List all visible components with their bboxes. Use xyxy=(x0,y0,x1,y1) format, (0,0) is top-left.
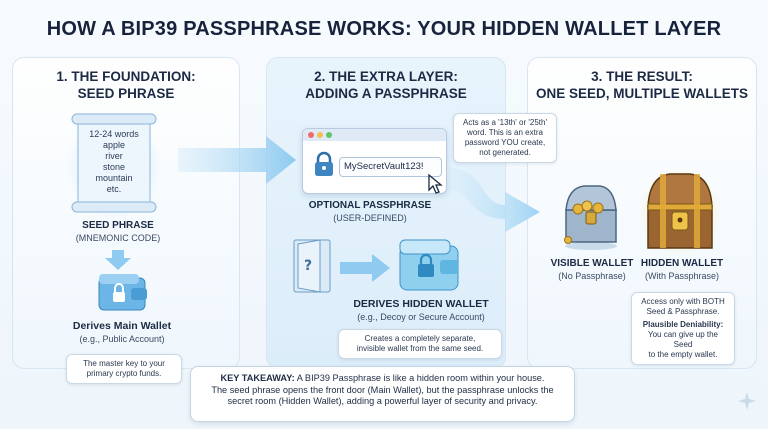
page-title: HOW A BIP39 PASSPHRASE WORKS: YOUR HIDDE… xyxy=(46,18,722,40)
arrow-door-to-wallet xyxy=(340,254,390,282)
hidden-derive-label: DERIVES HIDDEN WALLET(e.g., Decoy or Sec… xyxy=(353,298,489,322)
hidden-wallet-icon xyxy=(399,239,459,291)
hidden-wallet-label: HIDDEN WALLET(With Passphrase) xyxy=(640,258,724,281)
passphrase-window: MySecretVault123! xyxy=(302,128,447,194)
seed-phrase-label: SEED PHRASE(MNEMONIC CODE) xyxy=(75,220,161,243)
svg-text:?: ? xyxy=(304,258,312,274)
hidden-derive-note: Creates a completely separate,invisible … xyxy=(338,329,502,359)
chest-icon xyxy=(564,185,617,250)
visible-wallet-label: VISIBLE WALLET(No Passphrase) xyxy=(550,258,634,281)
scroll-icon xyxy=(66,113,162,217)
window-titlebar xyxy=(303,129,446,141)
sparkle-icon xyxy=(738,392,756,410)
door-icon: ? xyxy=(293,239,331,293)
passphrase-callout: Acts as a '13th' or '25th'word. This is … xyxy=(453,113,557,163)
lock-icon xyxy=(315,151,333,176)
passphrase-input[interactable]: MySecretVault123! xyxy=(339,157,442,177)
wallet-icon xyxy=(98,274,147,311)
panel-title: 3. THE RESULT:ONE SEED, MULTIPLE WALLETS xyxy=(535,69,748,101)
arrow-seed-to-passphrase xyxy=(178,136,296,184)
main-wallet-label: Derives Main Wallet(e.g., Public Account… xyxy=(72,320,172,344)
panel-extra-layer: 2. THE EXTRA LAYER:ADDING A PASSPHRASE xyxy=(266,57,506,369)
panel-title: 2. THE EXTRA LAYER:ADDING A PASSPHRASE xyxy=(305,69,467,101)
arrow-seed-down xyxy=(105,250,131,270)
panel-title: 1. THE FOUNDATION:SEED PHRASE xyxy=(56,69,196,101)
minimize-dot-icon xyxy=(317,132,323,138)
passphrase-label: OPTIONAL PASSPHRASE(USER-DEFINED) xyxy=(308,200,432,223)
maximize-dot-icon xyxy=(326,132,332,138)
arrow-passphrase-to-result xyxy=(448,168,540,232)
close-dot-icon xyxy=(308,132,314,138)
chest-icon xyxy=(638,168,722,256)
cursor-icon xyxy=(428,173,443,194)
key-takeaway: KEY TAKEAWAY: A BIP39 Passphrase is like… xyxy=(190,366,575,422)
